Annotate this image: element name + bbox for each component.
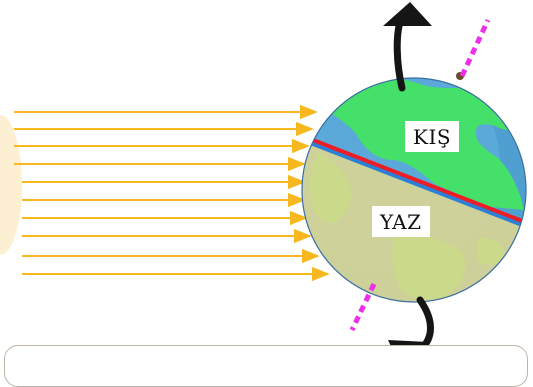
terminator-line [302, 133, 526, 226]
winter-label: KIŞ [405, 121, 460, 152]
sun-glow [0, 115, 22, 255]
earth-axis-bottom [349, 282, 377, 332]
earth-axis-top [459, 18, 491, 78]
terminator-line [302, 137, 526, 230]
summer-label: YAZ [372, 206, 430, 237]
earth-globe [301, 72, 527, 303]
curved-up-arrow-icon [383, 2, 432, 92]
bottom-panel [4, 345, 528, 387]
sun-rays [14, 104, 330, 282]
earth-seasons-diagram [0, 2, 527, 366]
